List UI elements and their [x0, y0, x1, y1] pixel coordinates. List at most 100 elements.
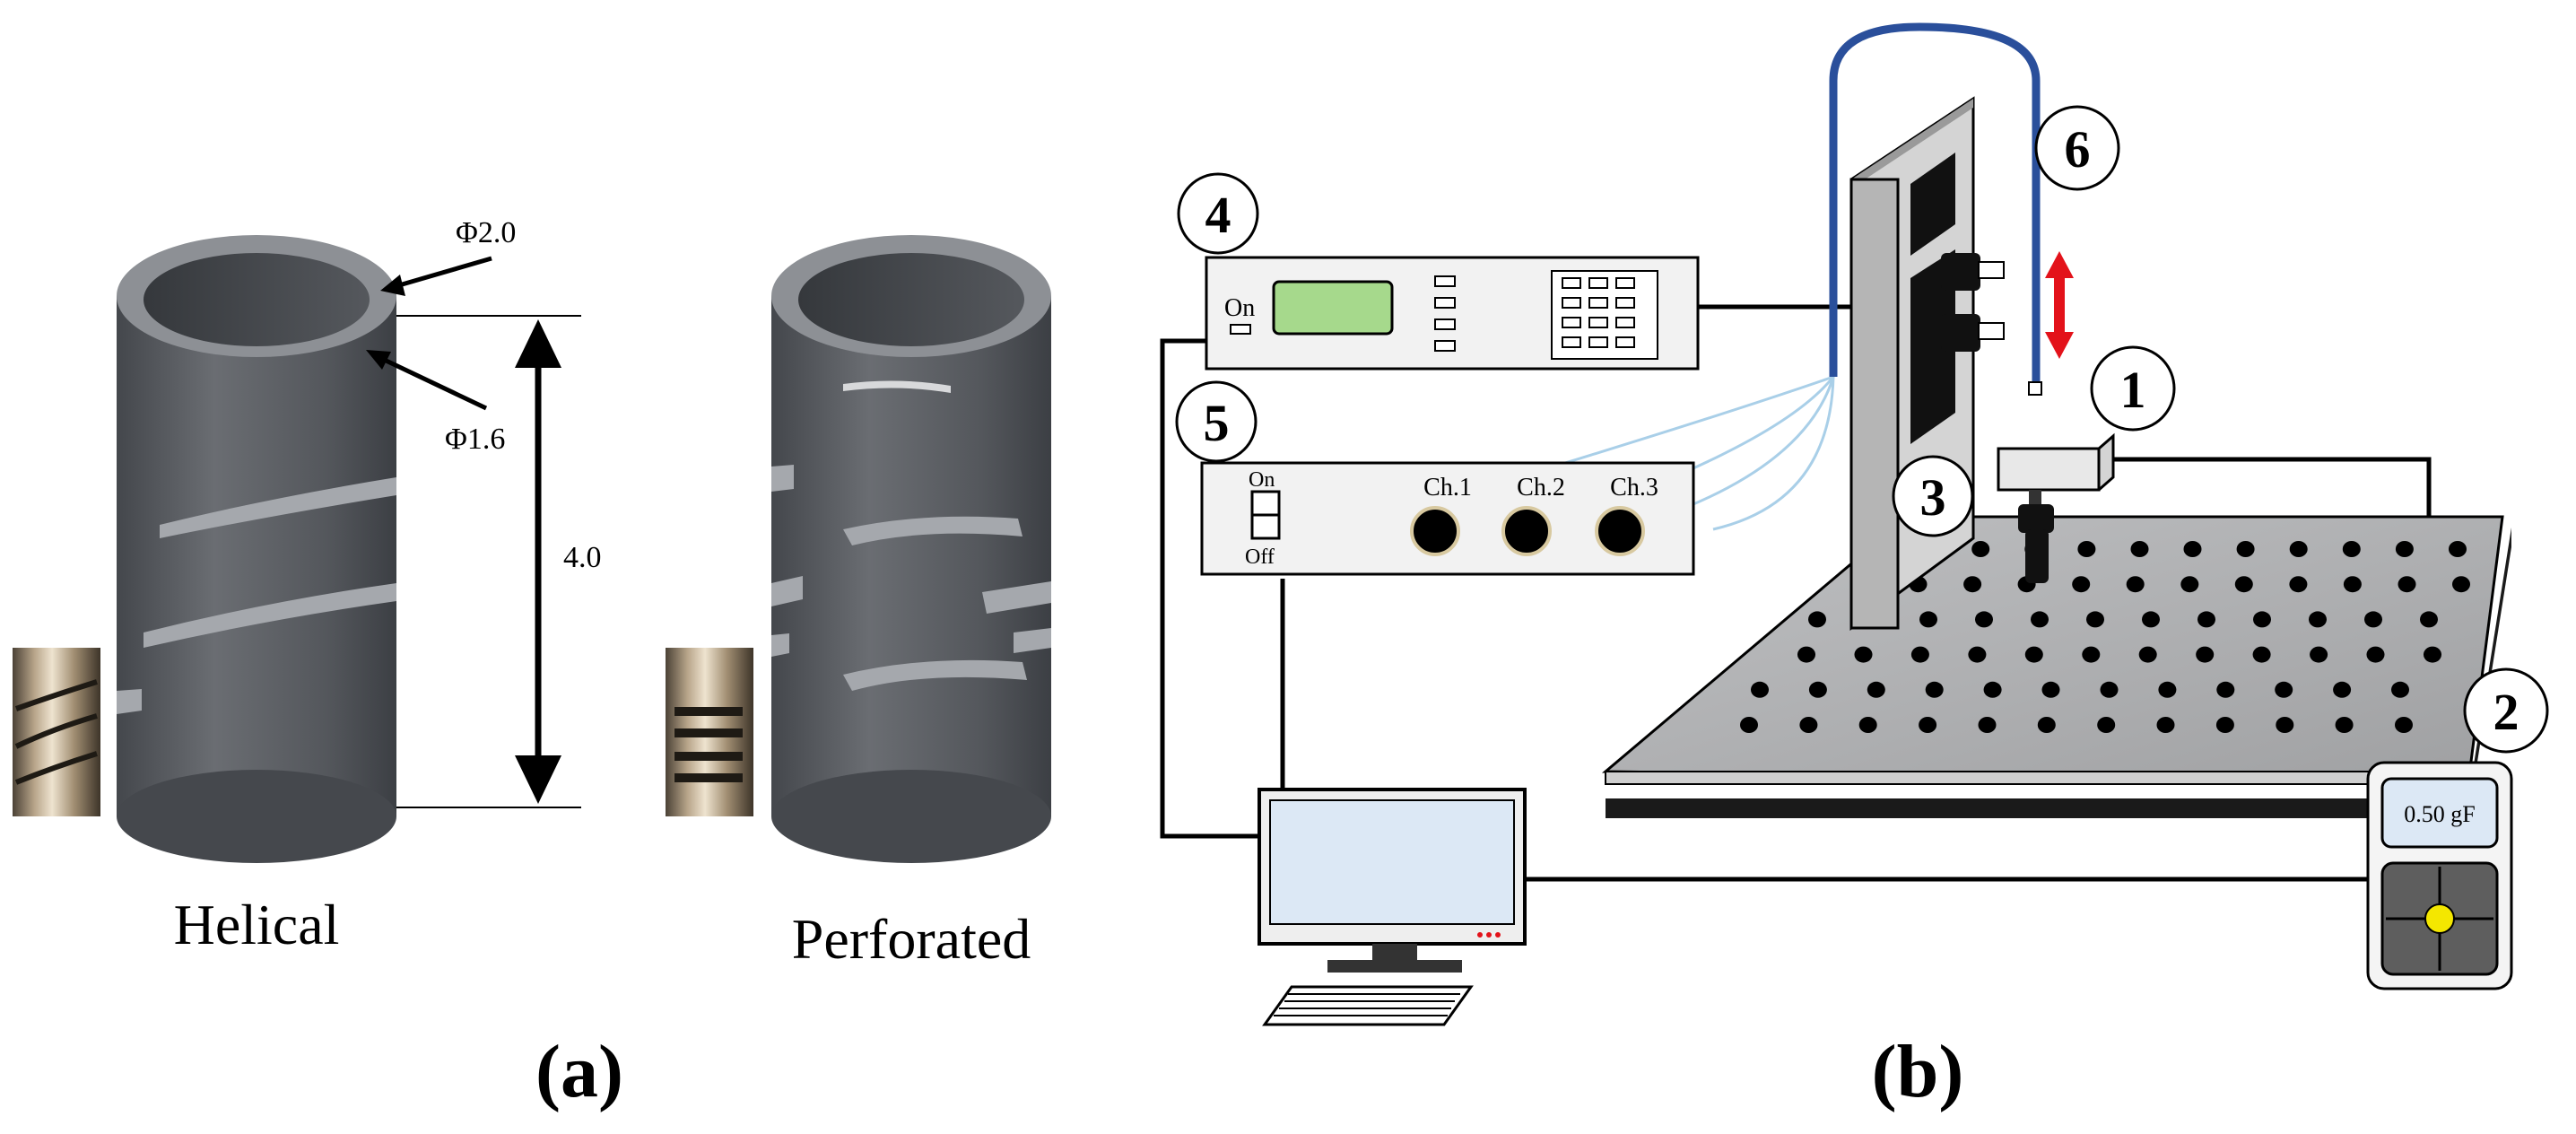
channel-knobs	[1410, 506, 1645, 556]
table-hole	[2253, 611, 2271, 628]
optical-fiber	[1829, 22, 2041, 386]
table-hole	[2037, 717, 2056, 733]
computer-monitor	[1258, 788, 1527, 1026]
table-hole	[1867, 681, 1885, 698]
table-hole	[2041, 681, 2060, 698]
table-hole	[2097, 717, 2116, 733]
helical-tube	[117, 235, 396, 863]
table-hole	[2452, 576, 2470, 593]
table-hole	[1797, 646, 1815, 663]
svg-text:2: 2	[2493, 683, 2519, 741]
dim-outer-label: Φ2.0	[456, 216, 516, 249]
table-hole	[1971, 541, 1990, 557]
force-sensor	[1997, 432, 2115, 583]
table-hole	[2309, 611, 2327, 628]
table-hole	[1910, 646, 1929, 663]
controller-buttons	[1434, 275, 1456, 352]
table-hole	[1858, 717, 1877, 733]
table-hole	[2275, 681, 2293, 698]
length-arrow-down	[515, 755, 561, 804]
marker-5: 5	[1175, 380, 1258, 463]
helical-sample-photo	[13, 648, 100, 816]
switch-off-label: Off	[1245, 545, 1275, 569]
force-readout: 0.50 gF	[2404, 801, 2475, 827]
table-hole	[1740, 717, 1758, 733]
table-hole	[2364, 611, 2382, 628]
table-hole	[2333, 681, 2352, 698]
table-hole	[1799, 717, 1818, 733]
table-hole	[1808, 681, 1827, 698]
channel-label-1: Ch.1	[1423, 474, 1472, 502]
caption-b: (b)	[1872, 1030, 1964, 1113]
table-hole	[2234, 576, 2253, 593]
force-meter: 0.50 gF	[2366, 761, 2513, 990]
table-hole	[2158, 681, 2177, 698]
table-hole	[2252, 646, 2271, 663]
svg-text:3: 3	[1920, 468, 1946, 527]
caption-a: (a)	[535, 1030, 623, 1113]
table-hole	[2126, 576, 2145, 593]
table-hole	[1808, 611, 1826, 628]
amplifier-box: On Off Ch.1 Ch.2 Ch.3	[1200, 461, 1695, 576]
svg-text:6: 6	[2065, 120, 2091, 179]
table-hole	[2031, 611, 2049, 628]
marker-1: 1	[2090, 345, 2176, 432]
table-hole	[2142, 611, 2160, 628]
switch-on-label: On	[1249, 468, 1275, 492]
table-hole	[2366, 646, 2385, 663]
table-hole	[2449, 541, 2467, 557]
table-hole	[2395, 717, 2413, 733]
table-hole	[2236, 541, 2255, 557]
table-hole	[2197, 611, 2215, 628]
marker-4: 4	[1177, 172, 1259, 255]
table-hole	[2082, 646, 2101, 663]
table-hole	[2276, 717, 2294, 733]
table-hole	[1983, 681, 2002, 698]
table-hole	[2086, 611, 2104, 628]
dim-inner-label: Φ1.6	[445, 423, 505, 456]
table-hole	[1751, 681, 1769, 698]
circled-markers: 1 2 3 4 5 6	[1175, 105, 2549, 754]
meter-display	[2380, 777, 2499, 849]
table-hole	[1978, 717, 1997, 733]
table-hole	[2024, 646, 2043, 663]
table-hole	[2180, 576, 2199, 593]
marker-6: 6	[2034, 105, 2120, 191]
dim-length-label: 4.0	[563, 541, 602, 574]
channel-label-2: Ch.2	[1517, 474, 1565, 502]
table-hole	[2424, 646, 2441, 663]
table-hole	[2342, 541, 2361, 557]
label-perforated: Perforated	[792, 907, 1031, 971]
panel-b: On On Off Ch.1 Ch.2	[1160, 22, 2549, 1113]
perforated-tube	[771, 235, 1051, 863]
table-hole	[2395, 541, 2414, 557]
controller-on-led	[1230, 324, 1251, 335]
table-hole	[2183, 541, 2202, 557]
table-hole	[1975, 611, 1993, 628]
svg-text:5: 5	[1204, 394, 1230, 452]
table-hole	[2391, 681, 2409, 698]
table-hole	[2343, 576, 2362, 593]
controller-box: On	[1205, 256, 1700, 371]
optical-table	[1601, 515, 2511, 818]
table-hole	[2289, 576, 2308, 593]
keypad-keys	[1562, 277, 1635, 348]
table-hole	[2077, 541, 2096, 557]
table-hole	[1925, 681, 1944, 698]
table-hole	[2138, 646, 2157, 663]
table-hole	[2289, 541, 2308, 557]
vertical-stage	[1849, 96, 1975, 631]
marker-2: 2	[2463, 667, 2549, 754]
panel-a: 4.0 Φ2.0 Φ1.6	[13, 216, 1051, 1113]
table-hole	[2072, 576, 2091, 593]
table-hole	[2196, 646, 2215, 663]
table-hole	[2216, 681, 2235, 698]
table-hole	[1919, 611, 1937, 628]
perforated-sample-photo	[666, 648, 753, 816]
svg-text:1: 1	[2120, 361, 2146, 419]
controller-on-label: On	[1224, 294, 1255, 322]
actuators	[1941, 253, 2005, 352]
dimension-annotations: 4.0 Φ2.0 Φ1.6	[366, 216, 602, 808]
table-hole	[2310, 646, 2328, 663]
